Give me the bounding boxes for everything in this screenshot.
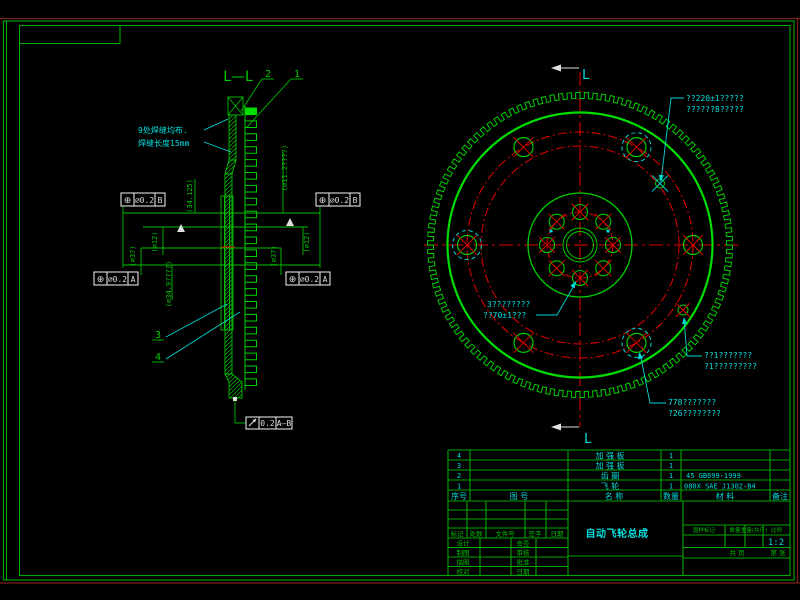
dim-34125: (34.125) xyxy=(186,179,194,213)
label-date: 日期 xyxy=(551,530,565,538)
section-letter: L xyxy=(584,432,592,447)
annotation-left-line2: ??70±1??? xyxy=(483,311,527,320)
header-remark: 备注 xyxy=(772,491,788,501)
annotation-bottom-line1: 778??????? xyxy=(668,398,716,407)
part-seq: 2 xyxy=(457,472,461,480)
label-sheet-no: 第 张 xyxy=(770,548,786,557)
part-qty: 1 xyxy=(669,472,673,480)
section-title: L—L xyxy=(223,69,253,85)
label-approve: 批准 xyxy=(517,558,531,567)
annotation-right-line2: ?1????????? xyxy=(704,362,757,371)
header-material: 材 料 xyxy=(716,491,735,501)
label-review: 审核 xyxy=(517,548,531,557)
dim-37-left: (⌀37) xyxy=(129,245,137,266)
part-name: 加 强 板 xyxy=(595,461,624,471)
annotation-left-line1: 3???????? xyxy=(487,300,531,309)
balloon-4: 4 xyxy=(155,352,161,363)
gdt-tolerance: ⌀0.2 xyxy=(135,196,154,205)
label-date2: 日期 xyxy=(517,568,531,576)
runout-datum: A—B xyxy=(277,419,292,428)
part-seq: 4 xyxy=(457,452,461,460)
drawing-title: 自动飞轮总成 xyxy=(586,527,649,540)
gdt-symbol: ⊕ xyxy=(319,196,327,206)
label-weight: 重量(共斤) xyxy=(741,526,767,534)
gdt-frame-bottom-left: ⊕ ⌀0.2 A xyxy=(93,271,139,286)
annotation-top-line1: ??220±1????? xyxy=(686,94,744,103)
datum-arrow-right xyxy=(286,218,294,226)
part-seq: 1 xyxy=(457,483,461,491)
part-material: 45 GB699-1999 xyxy=(686,472,741,480)
label-sign: 签字 xyxy=(529,529,543,538)
balloon-2: 2 xyxy=(265,69,271,80)
gdt-frame-top-right: ⊕ ⌀0.2 B xyxy=(315,192,361,207)
balloon-3: 3 xyxy=(155,330,161,341)
label-drawing-mark: 图样标记 xyxy=(693,526,716,534)
part-name: 飞 轮 xyxy=(601,481,620,491)
label-design: 设计 xyxy=(457,539,471,548)
dim-12-right: (⌀12) xyxy=(303,231,311,252)
gdt-tolerance: ⌀0.2 xyxy=(108,275,127,284)
part-seq: 3 xyxy=(457,462,461,470)
part-qty: 1 xyxy=(669,452,673,460)
gdt-symbol: ⊕ xyxy=(124,196,132,206)
part-name: 加 强 板 xyxy=(595,451,624,461)
header-seq: 序号 xyxy=(451,491,467,501)
gdt-datum: B xyxy=(158,196,163,205)
runout-frame: 0.2 A—B xyxy=(233,397,293,430)
annotation-bottom-line2: ?26???????? xyxy=(668,409,721,418)
label-sheets: 共 页 xyxy=(729,548,745,557)
label-qty: 数量 xyxy=(729,526,741,534)
label-countersign: 会签 xyxy=(517,539,531,548)
header-drawing-no: 图 号 xyxy=(510,492,529,501)
dimension-lines xyxy=(122,152,321,300)
gdt-symbol: ⊕ xyxy=(289,275,297,285)
gdt-tolerance: ⌀0.2 xyxy=(330,196,349,205)
gdt-frame-bottom-right: ⊕ ⌀0.2 A xyxy=(285,271,331,286)
section-mark-bottom: L xyxy=(551,423,592,447)
section-letter: L xyxy=(582,68,590,83)
label-mark: 标记 xyxy=(451,529,465,538)
dim-37-right: (⌀37) xyxy=(270,245,278,266)
gdt-datum: A xyxy=(131,275,136,284)
part-material: 080X SAE J1302-B4 xyxy=(684,483,756,491)
gdt-tolerance: ⌀0.2 xyxy=(300,275,319,284)
front-view: L L ??220±1????? ??????8????? 3???????? … xyxy=(424,64,757,447)
section-view: L—L 2 1 xyxy=(93,69,361,430)
gdt-datum: A xyxy=(323,275,328,284)
part-name: 齿 圈 xyxy=(601,472,620,481)
annotation-right-line1: ??1??????? xyxy=(704,351,752,360)
scale-block: 图样标记 数量 重量(共斤) 比例 1:2 共 页 第 张 xyxy=(693,526,786,557)
datum-arrow-left xyxy=(177,224,185,232)
section-mark-top: L xyxy=(551,64,590,83)
dim-34-9: (⌀34.9????) xyxy=(165,261,173,307)
part-qty: 1 xyxy=(669,483,673,491)
header-name: 名 称 xyxy=(605,491,624,501)
label-count: 处数 xyxy=(470,529,484,538)
flywheel-front xyxy=(427,92,733,398)
annotation-top-line2: ??????8????? xyxy=(686,105,744,114)
runout-symbol xyxy=(248,418,257,427)
drawing-border xyxy=(0,17,800,584)
gdt-frame-top-left: ⊕ ⌀0.2 B xyxy=(120,192,166,207)
label-doc-no: 文件号 xyxy=(495,529,515,538)
dim-11-2: (⌀11.2????) xyxy=(281,145,289,191)
label-check: 校对 xyxy=(457,567,471,576)
gdt-datum: B xyxy=(353,196,358,205)
balloon-1: 1 xyxy=(294,69,300,80)
weld-note-line1: 9处焊缝均布. xyxy=(138,125,188,135)
title-block: 4 加 强 板 1 3 加 强 板 1 2 齿 圈 1 45 GB699-199… xyxy=(447,449,790,576)
label-trace: 描图 xyxy=(457,558,470,567)
label-scale: 比例 xyxy=(771,526,783,534)
signature-block: 标记 处数 文件号 签字 日期 设计 制图 描图 校对 会签 审核 批准 日期 xyxy=(451,529,565,576)
label-draw: 制图 xyxy=(457,548,470,557)
scale-value: 1:2 xyxy=(768,538,784,548)
runout-tolerance: 0.2 xyxy=(260,419,275,428)
dim-12-left: (⌀12) xyxy=(151,231,159,252)
parts-list: 4 加 强 板 1 3 加 强 板 1 2 齿 圈 1 45 GB699-199… xyxy=(451,451,788,502)
header-qty: 数量 xyxy=(663,491,679,501)
part-qty: 1 xyxy=(669,462,673,470)
weld-note-line2: 焊缝长度15mm xyxy=(138,138,189,148)
gdt-symbol: ⊕ xyxy=(97,275,105,285)
